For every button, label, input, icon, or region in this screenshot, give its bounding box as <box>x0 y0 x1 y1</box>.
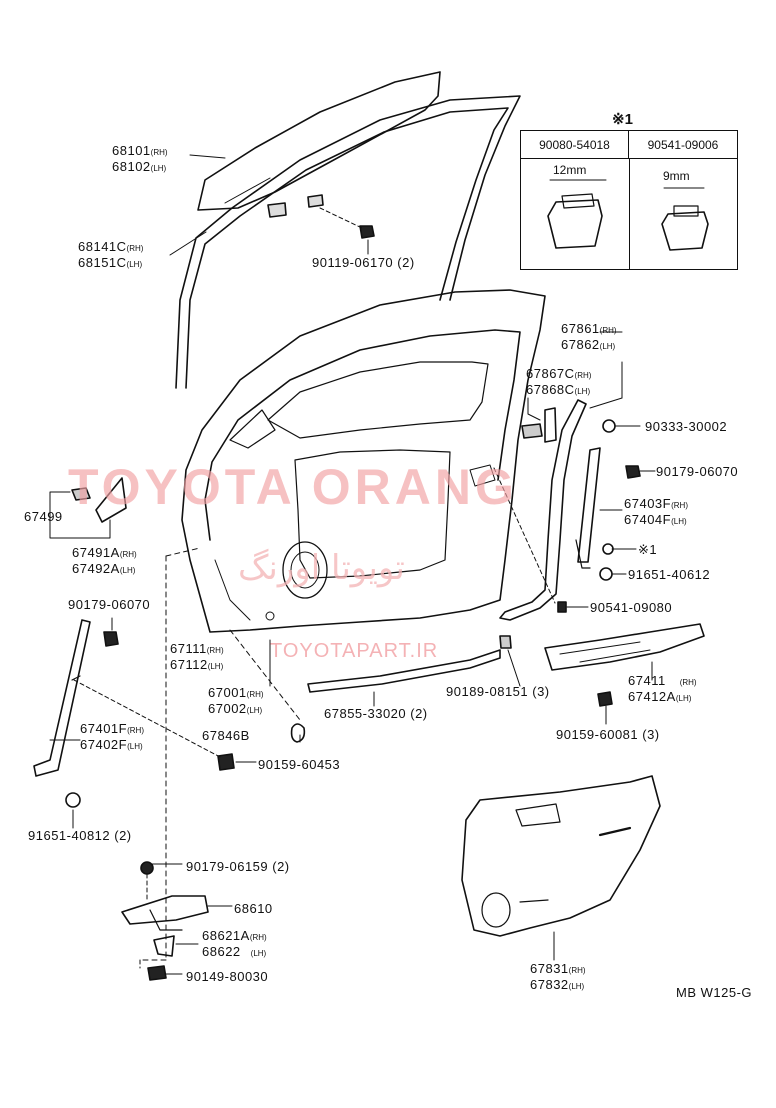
dimension-9mm: 9mm <box>663 169 690 183</box>
door-glass <box>197 71 441 211</box>
plug-90333 <box>602 419 616 433</box>
part-label: 90541-09080 <box>590 600 673 615</box>
part-label: 90159-60081 (3) <box>556 727 660 742</box>
part-label: 67499 <box>24 509 63 524</box>
part-label: 68101(RH) <box>112 143 168 158</box>
part-label: 90119-06170 (2) <box>312 255 415 270</box>
part-label: 67831(RH) <box>530 961 586 976</box>
belt-moulding <box>307 649 501 693</box>
part-label: 67402F(LH) <box>80 737 143 752</box>
part-label: 68102(LH) <box>112 159 167 174</box>
door-shell <box>181 289 546 633</box>
part-label: 90333-30002 <box>645 419 728 434</box>
part-label: 67862(LH) <box>561 337 616 352</box>
bolt-91651-right <box>599 567 613 581</box>
dimension-12mm: 12mm <box>553 163 587 177</box>
part-label: 68141C(RH) <box>78 239 144 254</box>
part-label: 90149-80030 <box>186 969 269 984</box>
part-label: 91651-40812 (2) <box>28 828 132 843</box>
table-divider <box>629 159 630 269</box>
part-label: 90159-60453 <box>258 757 341 772</box>
table-header-1: 90080-54018 <box>521 131 629 159</box>
rear-sash-channel <box>577 447 601 563</box>
part-label: 68621A(RH) <box>202 928 267 943</box>
part-label: 67861(RH) <box>561 321 617 336</box>
part-label: 67401F(RH) <box>80 721 144 736</box>
part-label: 67832(LH) <box>530 977 585 992</box>
part-label: 90179-06070 <box>656 464 739 479</box>
part-label: 67111(RH) <box>170 641 224 656</box>
part-label: 68622(LH) <box>202 944 267 959</box>
door-trim-board <box>461 775 661 937</box>
part-label: 90189-08151 (3) <box>446 684 550 699</box>
part-label: 91651-40612 <box>628 567 711 582</box>
part-label: 67868C(LH) <box>526 382 591 397</box>
table-header-2: 90541-09006 <box>629 131 737 159</box>
part-label: 67855-33020 (2) <box>324 706 428 721</box>
leader-lines <box>49 154 656 975</box>
part-label: 67412A(LH) <box>628 689 692 704</box>
part-label: 67411(RH) <box>628 673 697 688</box>
clip-67499 <box>71 487 91 501</box>
part-label: 68610 <box>234 901 273 916</box>
diagram-code: MB W125-G <box>676 985 753 1000</box>
part-label: 68151C(LH) <box>78 255 143 270</box>
nut-90179-left <box>103 631 119 647</box>
bolt-90119 <box>359 225 375 239</box>
part-label: 90179-06070 <box>68 597 151 612</box>
glass-run-channel <box>175 95 521 389</box>
door-seal <box>544 407 557 443</box>
watermark-main: TOYOTA ORANG <box>68 459 518 515</box>
part-label: 67112(LH) <box>170 657 224 672</box>
bolt-90159-left <box>217 753 235 771</box>
part-label: 67846B <box>202 728 250 743</box>
nut-90179-right <box>625 465 641 479</box>
front-sash-channel <box>33 619 91 777</box>
bolt-91651-left <box>65 792 81 808</box>
part-label: 67001(RH) <box>208 685 264 700</box>
part-label: 67404F(LH) <box>624 512 687 527</box>
part-label: 67002(LH) <box>208 701 263 716</box>
plug-67846b <box>290 723 306 743</box>
clip-90189 <box>499 635 512 649</box>
fastener-table: 90080-54018 90541-09006 12mm 9mm <box>520 130 738 270</box>
triangle-cover <box>95 477 127 523</box>
bolt-90541 <box>557 601 567 613</box>
part-label: 67867C(RH) <box>526 366 592 381</box>
clip-illustrations <box>547 179 709 251</box>
part-label: 67491A(RH) <box>72 545 137 560</box>
part-label: 67403F(RH) <box>624 496 688 511</box>
part-label: 90179-06159 (2) <box>186 859 290 874</box>
window-regulator <box>544 623 705 671</box>
bolt-90159-right <box>597 691 613 707</box>
channel-bracket <box>267 194 324 218</box>
door-check <box>121 861 209 981</box>
seal-clip <box>521 423 543 439</box>
watermark-url: TOYOTAPART.IR <box>270 640 439 662</box>
part-label: 67492A(LH) <box>72 561 136 576</box>
table-marker: ※1 <box>612 111 633 128</box>
watermark-persian: تویوتا اورنگ <box>238 548 405 588</box>
part-label: ※1 <box>638 542 658 557</box>
door-weatherstrip <box>499 399 587 621</box>
